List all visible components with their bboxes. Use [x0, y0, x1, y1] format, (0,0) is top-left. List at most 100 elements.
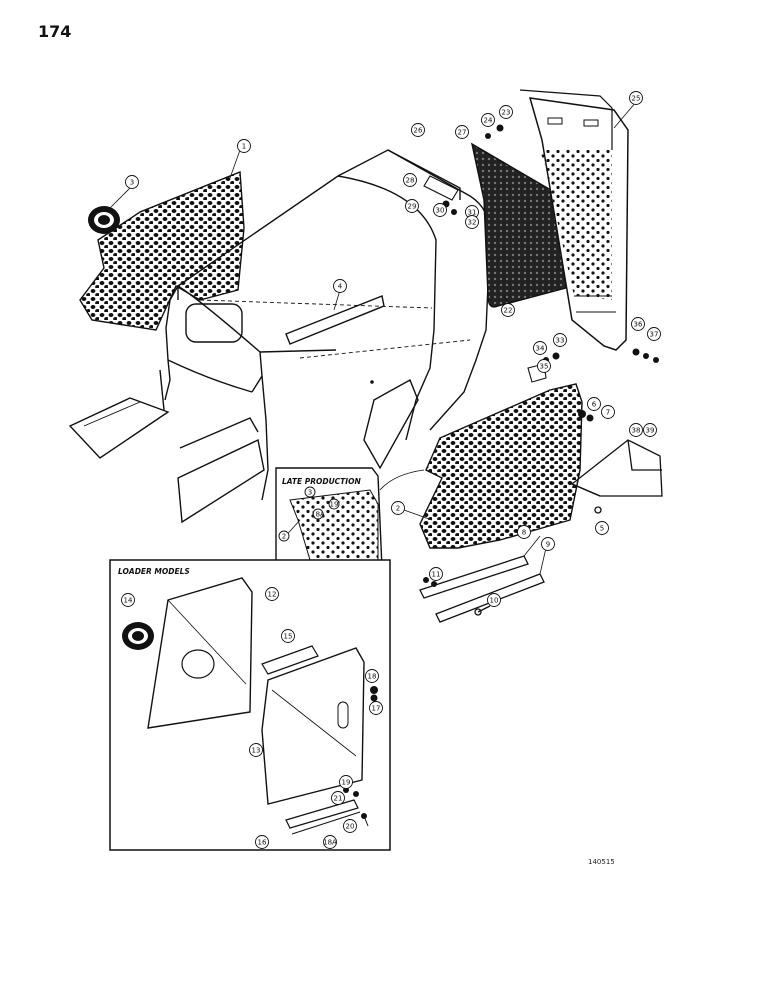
callout-circle [265, 587, 279, 601]
callout-circle [533, 341, 547, 355]
callout-label: 32 [468, 218, 477, 226]
callout-circle [499, 105, 513, 119]
callout-circle [629, 91, 643, 105]
callout-circle [331, 791, 345, 805]
callout-label: 18 [368, 672, 377, 680]
callout-label: 38 [632, 426, 641, 434]
callout-label: 12 [268, 590, 277, 598]
callout-label: 19 [330, 500, 339, 508]
callout-circle [312, 508, 324, 520]
callout-circle [278, 530, 290, 542]
callout-label: 39 [646, 426, 655, 434]
callout-label: 20 [346, 822, 355, 830]
callout-label: 30 [436, 206, 445, 214]
callout-circle [125, 175, 139, 189]
callout-label: 10 [490, 596, 499, 604]
callout-label: 25 [632, 94, 641, 102]
callout-circle [237, 139, 251, 153]
callout-label: 28 [406, 176, 415, 184]
callout-circle [249, 743, 263, 757]
callout-circle [255, 835, 269, 849]
support-bracket [570, 439, 663, 514]
callout-circle [405, 199, 419, 213]
seal-ring [88, 206, 120, 234]
callout-circle [333, 279, 347, 293]
callout-label: 2 [282, 532, 286, 540]
callout-label: 3 [130, 178, 134, 186]
callout-circle [323, 835, 337, 849]
page-number: 174 [38, 22, 72, 41]
callout-label: 35 [540, 362, 549, 370]
callout-label: 31 [468, 208, 477, 216]
callout-circle [501, 303, 515, 317]
loader-models-title: LOADER MODELS [118, 567, 190, 576]
mounting-strips [419, 555, 545, 623]
callout-circle [121, 593, 135, 607]
callout-label: 3 [308, 488, 312, 496]
callout-label: 15 [284, 632, 293, 640]
callout-circle [631, 317, 645, 331]
figure-id: 140515 [588, 858, 615, 866]
callout-label: 21 [334, 794, 343, 802]
callout-circle [481, 113, 495, 127]
callout-circle [601, 405, 615, 419]
late-production-title: LATE PRODUCTION [282, 477, 361, 486]
callout-label: 33 [556, 336, 565, 344]
callout-circle [369, 701, 383, 715]
callout-label: 37 [650, 330, 659, 338]
callout-circle [455, 125, 469, 139]
callout-label: 36 [634, 320, 643, 328]
callout-label: 18A [323, 838, 337, 846]
callout-circle [328, 498, 340, 510]
callout-label: 26 [414, 126, 423, 134]
callout-circle [429, 567, 443, 581]
callout-label: 9 [546, 540, 550, 548]
right-side-screen [419, 383, 583, 549]
callout-label: 27 [458, 128, 467, 136]
leader-lines [107, 101, 637, 575]
callout-circle [553, 333, 567, 347]
callout-label: 4 [338, 282, 343, 290]
callout-circle [411, 123, 425, 137]
callout-circle [517, 525, 531, 539]
callout-label: 7 [606, 408, 610, 416]
radiator-mesh-screen [470, 142, 569, 308]
callout-label: 23 [502, 108, 511, 116]
callout-label: 29 [408, 202, 417, 210]
callout-circle [343, 819, 357, 833]
callout-label: 2 [396, 504, 400, 512]
callout-circle [643, 423, 657, 437]
small-plate [423, 175, 459, 201]
callout-circle [587, 397, 601, 411]
callout-circle [391, 501, 405, 515]
callout-circle [629, 423, 643, 437]
callout-label: 13 [252, 746, 261, 754]
loader-models-inset: LOADER MODELS [109, 559, 391, 851]
callout-label: 6 [592, 400, 597, 408]
callout-circle [339, 775, 353, 789]
callout-circle [365, 669, 379, 683]
left-side-screen [79, 170, 245, 331]
callout-label: 17 [372, 704, 381, 712]
callout-circle [403, 173, 417, 187]
callout-label: 34 [536, 344, 545, 352]
callout-circle [433, 203, 447, 217]
callout-label: 19 [342, 778, 351, 786]
callout-circle [487, 593, 501, 607]
late-production-inset: LATE PRODUCTION [275, 467, 383, 569]
callout-label: 1 [242, 142, 246, 150]
callout-label: 8 [522, 528, 526, 536]
callout-circle [541, 537, 555, 551]
callout-label: 18A [311, 510, 325, 518]
callout-label: 14 [124, 596, 133, 604]
callout-label: 24 [484, 116, 493, 124]
callout-circle [537, 359, 551, 373]
callout-circle [304, 486, 316, 498]
callout-label: 22 [504, 306, 513, 314]
callout-circle [595, 521, 609, 535]
callout-circle [465, 215, 479, 229]
callout-label: 5 [600, 524, 604, 532]
callout-label: 16 [258, 838, 267, 846]
